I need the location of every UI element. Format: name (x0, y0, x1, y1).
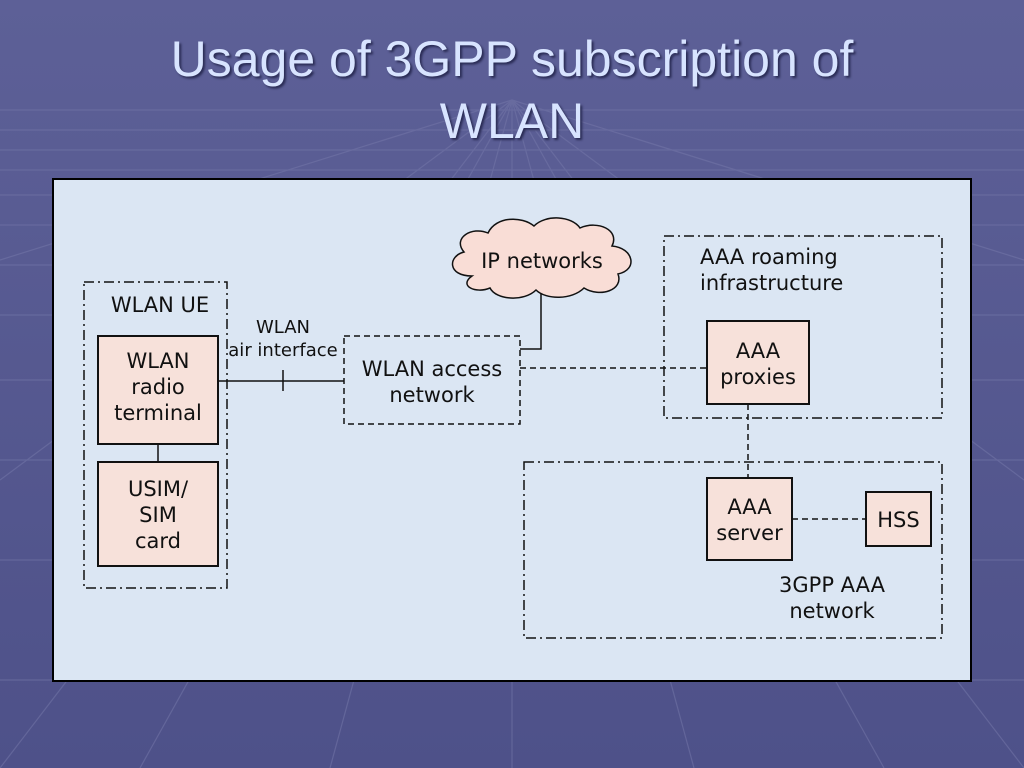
ip-networks-cloud (451, 217, 632, 299)
aaa-server-box (706, 477, 793, 561)
3gpp-aaa-network-label: 3GPP AAA network (779, 573, 885, 623)
access-ip-link (520, 286, 542, 350)
slide-title-line-2: WLAN (439, 93, 585, 149)
slide-title-line-1: Usage of 3GPP subscription of (170, 31, 854, 87)
air-interface-label: WLAN air interface (228, 317, 338, 361)
wlan-access-network-box (343, 335, 521, 425)
wlan-access-network-label: WLAN access network (361, 357, 503, 407)
hss-label: HSS (877, 508, 920, 532)
aaa-server-label: AAA server (716, 495, 783, 545)
hss-box (865, 491, 932, 547)
slide-title: Usage of 3GPP subscription of WLAN (0, 28, 1024, 152)
wlan-ue-label: WLAN UE (110, 293, 210, 317)
aaa-proxies-box (706, 320, 810, 405)
ip-networks-label: IP networks (481, 249, 603, 273)
aaa-proxies-label: AAA proxies (720, 339, 796, 389)
usim-card-box (97, 461, 219, 567)
usim-card-label: USIM/ SIM card (127, 477, 189, 553)
aaa-network-boundary (523, 461, 943, 639)
aaa-roaming-boundary (663, 235, 943, 419)
wlan-radio-terminal-label: WLAN radio terminal (114, 349, 202, 425)
aaa-roaming-infrastructure-label: AAA roaming infrastructure (700, 245, 844, 295)
architecture-diagram (83, 217, 943, 639)
wlan-ue-boundary (83, 281, 228, 589)
wlan-radio-terminal-box (97, 335, 219, 445)
